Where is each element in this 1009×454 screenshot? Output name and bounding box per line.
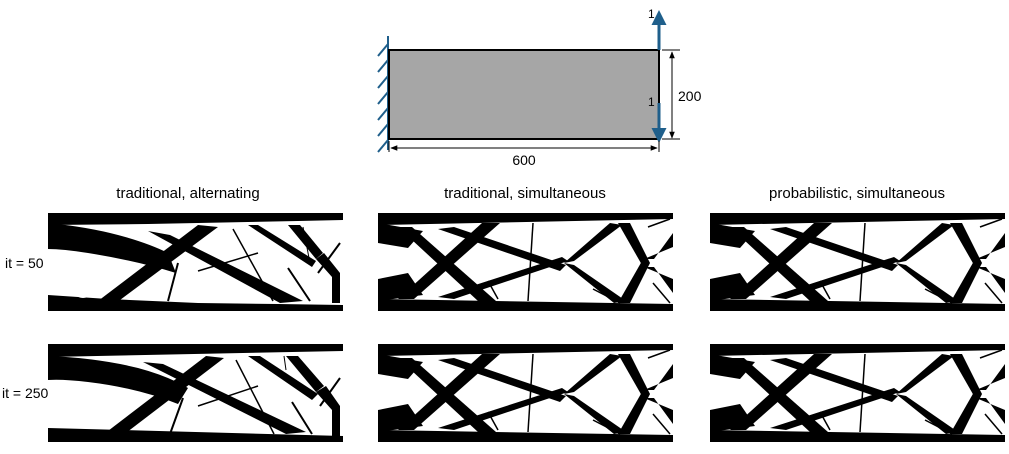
column-title-2: traditional, simultaneous bbox=[444, 185, 606, 202]
fixed-support bbox=[377, 36, 389, 153]
topology-r1-c3 bbox=[709, 212, 1006, 312]
topology-r1-c2 bbox=[377, 212, 674, 312]
problem-diagram: 1 1 200 600 bbox=[377, 7, 702, 168]
column-title-3: probabilistic, simultaneous bbox=[769, 185, 945, 202]
height-label: 200 bbox=[678, 88, 702, 104]
load-top-label: 1 bbox=[648, 7, 655, 21]
topology-r2-c3 bbox=[709, 343, 1006, 443]
row-label-1: it = 50 bbox=[5, 255, 44, 271]
design-domain bbox=[388, 49, 660, 140]
column-title-1: traditional, alternating bbox=[116, 185, 259, 202]
topology-r2-c1 bbox=[47, 343, 344, 443]
topology-r2-c2 bbox=[377, 343, 674, 443]
topology-r1-c1 bbox=[47, 212, 344, 312]
row-label-2: it = 250 bbox=[2, 385, 49, 401]
width-label: 600 bbox=[512, 152, 536, 168]
load-bottom-label: 1 bbox=[648, 95, 655, 109]
